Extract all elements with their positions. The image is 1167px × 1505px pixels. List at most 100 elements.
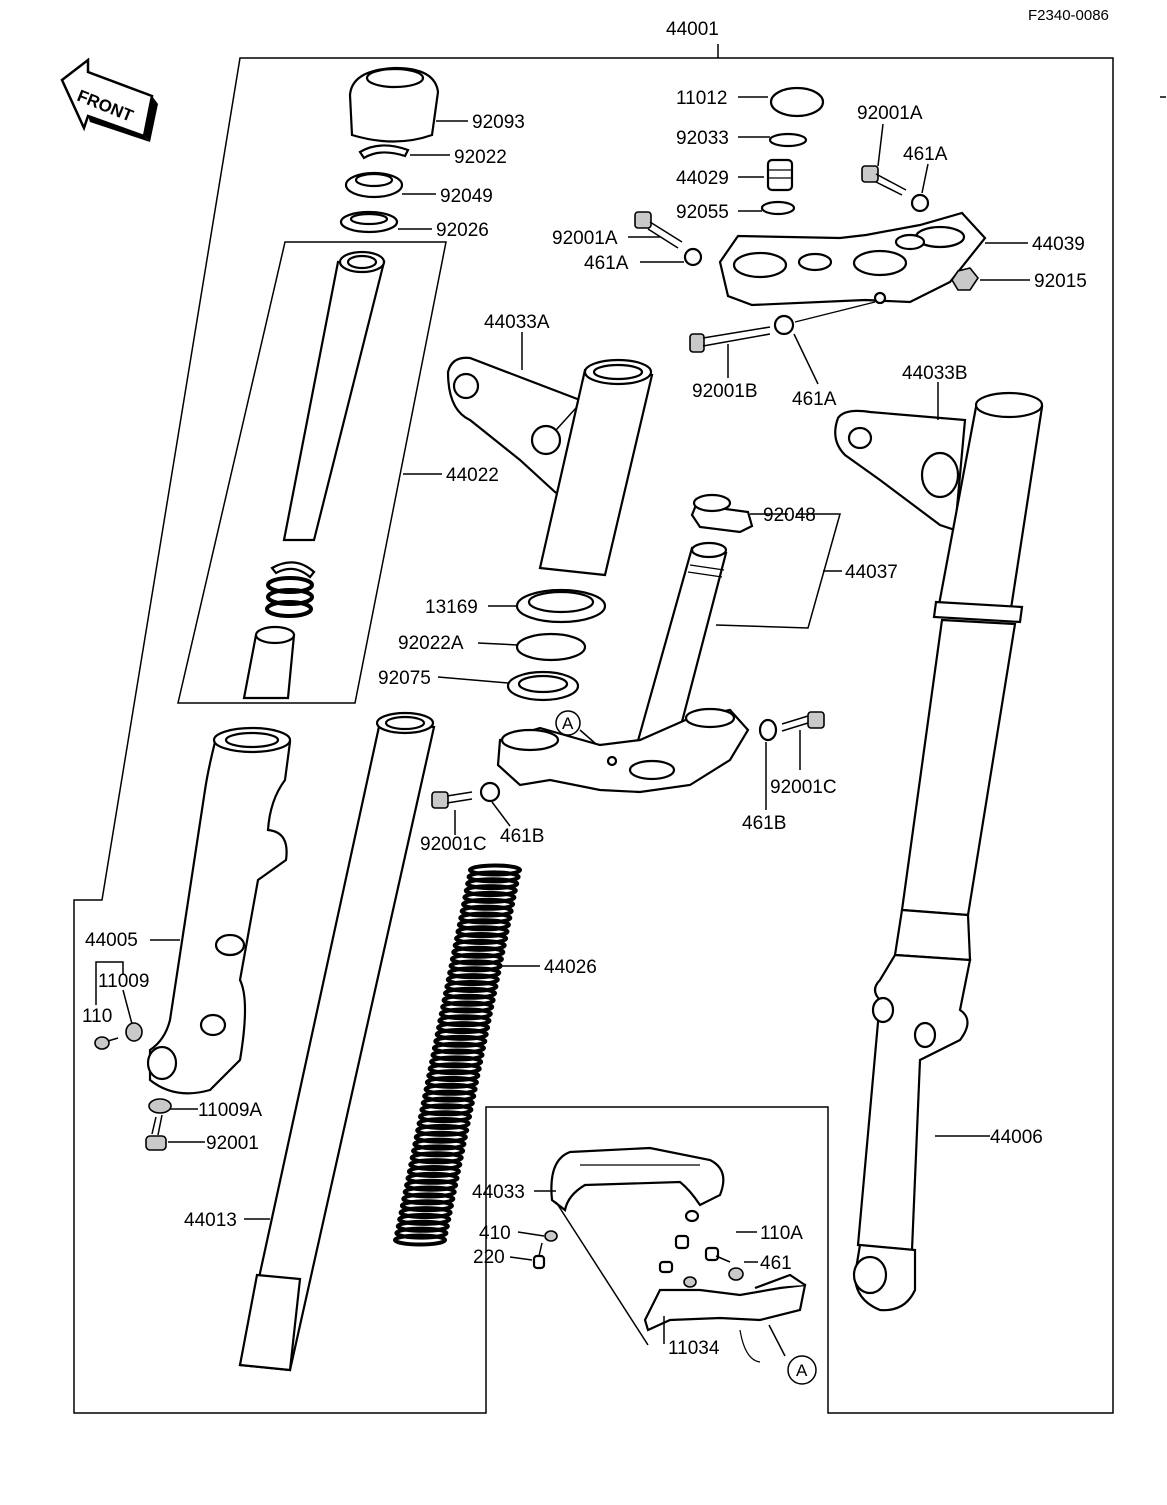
label-461A-left: 461A <box>584 253 629 274</box>
screw-small <box>674 1234 690 1250</box>
stem-nut-92048 <box>690 493 754 534</box>
spring-coil <box>418 1110 472 1124</box>
label-220: 220 <box>473 1247 505 1268</box>
adjuster-44029 <box>766 158 794 192</box>
callout-A-upper: A <box>555 710 597 745</box>
spring-coil <box>434 1027 489 1041</box>
label-44037: 44037 <box>845 562 898 583</box>
bearing-13169 <box>515 588 607 624</box>
callout-A-lower: A <box>787 1355 817 1385</box>
spring-coil <box>411 1144 466 1158</box>
spring-coil <box>427 1062 482 1076</box>
label-92055: 92055 <box>676 202 729 223</box>
bolt-92001A-top <box>861 165 907 196</box>
label-11009A: 11009A <box>198 1100 262 1121</box>
bolt-92001C-right <box>781 711 825 732</box>
oil-seal-92049 <box>344 171 404 199</box>
piston-cylinder <box>242 625 296 700</box>
label-461A-top: 461A <box>903 144 948 165</box>
label-92001: 92001 <box>206 1133 259 1154</box>
label-461B-right: 461B <box>742 813 786 834</box>
bolt-92001 <box>145 1114 167 1151</box>
spring-coil <box>397 1212 452 1226</box>
spring-coil <box>420 1096 475 1110</box>
label-13169: 13169 <box>425 597 478 618</box>
spring-coil <box>462 890 517 904</box>
spring-coil <box>429 1055 484 1069</box>
label-92022: 92022 <box>454 147 507 168</box>
lower-triple-clamp <box>496 707 750 794</box>
spring-coil <box>459 904 514 918</box>
washer-461B-left <box>479 781 501 803</box>
rebound-spring-small <box>265 576 314 618</box>
spring-coil <box>419 1103 474 1117</box>
drain-bolt-110 <box>94 1036 119 1050</box>
spring-coil <box>440 1000 495 1014</box>
nut-92015 <box>951 267 979 291</box>
spring-coil <box>399 1199 454 1213</box>
spring-coil <box>447 966 502 980</box>
washer-461A-top <box>910 193 930 213</box>
label-44005: 44005 <box>85 930 138 951</box>
label-461B-left: 461B <box>500 826 544 847</box>
label-461: 461 <box>760 1253 792 1274</box>
bolt-92001A-left <box>634 211 683 249</box>
spring-coil <box>416 1117 471 1130</box>
gasket-11009A <box>148 1098 172 1114</box>
seal-92075 <box>506 670 580 702</box>
spring-coil <box>426 1069 481 1083</box>
label-92022A: 92022A <box>398 633 464 654</box>
bolt-92001B <box>689 326 771 353</box>
spring-coil <box>465 877 520 891</box>
washer-461B-right <box>758 718 778 742</box>
spring-coil <box>393 1233 447 1247</box>
spring-coil <box>430 1048 485 1062</box>
callout-A-lower-label: A <box>796 1361 808 1380</box>
inner-tube-44022 <box>282 250 386 542</box>
label-410: 410 <box>479 1223 511 1244</box>
label-92033: 92033 <box>676 128 729 149</box>
label-92001A-left: 92001A <box>552 228 618 249</box>
main-spring-44026 <box>393 863 522 1247</box>
label-11009: 11009 <box>98 971 149 992</box>
label-44029: 44029 <box>676 168 729 189</box>
spring-coil <box>441 993 496 1007</box>
spring-coil <box>449 952 504 966</box>
spring-coil <box>405 1171 460 1185</box>
spring-coil <box>443 986 497 1000</box>
label-44039: 44039 <box>1032 234 1085 255</box>
headlight-bracket-44033B <box>834 409 967 532</box>
spring-coil <box>463 884 518 898</box>
label-44022: 44022 <box>446 465 499 486</box>
label-461A-mid: 461A <box>792 389 837 410</box>
fork-tube-subassembly-box <box>177 241 447 704</box>
label-92015: 92015 <box>1034 271 1087 292</box>
spring-coil <box>415 1123 470 1137</box>
label-92026: 92026 <box>436 220 489 241</box>
label-92001B: 92001B <box>692 381 758 402</box>
washer-92026 <box>339 210 399 234</box>
spring-coil <box>423 1082 478 1096</box>
headlight-bracket-44033A <box>446 356 582 497</box>
label-92001C-left: 92001C <box>420 834 487 855</box>
label-110A: 110A <box>760 1223 803 1244</box>
spring-coil <box>424 1075 479 1089</box>
spring-coil <box>433 1034 488 1048</box>
spring-coil <box>402 1185 457 1199</box>
label-110: 110 <box>82 1006 112 1027</box>
screw-220 <box>532 1242 546 1270</box>
spring-coil <box>398 1206 453 1220</box>
fork-top-cap-92093 <box>348 66 440 143</box>
label-92049: 92049 <box>440 186 493 207</box>
gasket-11009 <box>125 1022 143 1042</box>
spring-coil <box>395 1219 450 1233</box>
spring-coil <box>454 932 509 945</box>
washer-461A-left <box>683 247 703 267</box>
leader-lines <box>95 96 1030 1344</box>
label-44006: 44006 <box>990 1127 1043 1148</box>
spring-coil <box>444 980 499 993</box>
label-92075: 92075 <box>378 668 431 689</box>
spring-coil <box>458 911 513 925</box>
label-92093: 92093 <box>472 112 525 133</box>
